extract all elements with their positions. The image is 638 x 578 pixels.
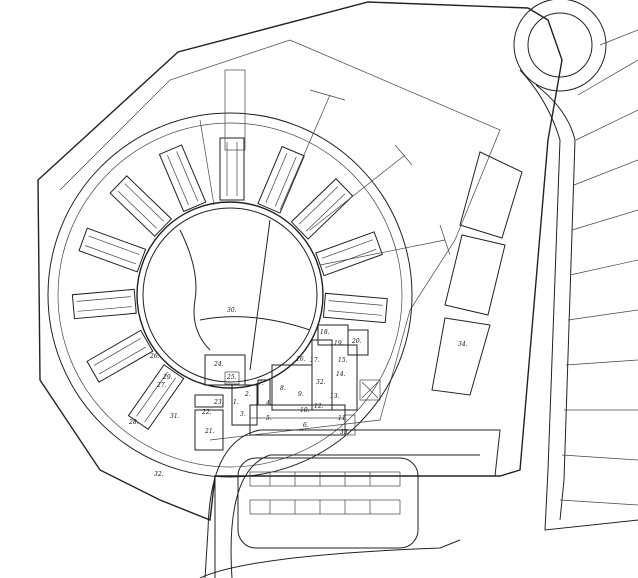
label-10: 10. bbox=[300, 407, 310, 414]
label-5: 5. bbox=[266, 415, 272, 422]
label-7: 7. bbox=[258, 380, 264, 387]
label-15: 15. bbox=[338, 357, 348, 364]
radial-wings bbox=[71, 137, 388, 431]
label-22: 22. bbox=[201, 409, 212, 416]
label-16: 16. bbox=[296, 356, 306, 363]
label-31: 31. bbox=[170, 413, 180, 420]
label-9: 9. bbox=[298, 391, 304, 398]
label-17: 17. bbox=[310, 357, 320, 364]
admin-block bbox=[194, 324, 381, 451]
sight-lines bbox=[199, 69, 451, 266]
label-34: 34. bbox=[458, 341, 468, 348]
label-3: 3. bbox=[240, 411, 246, 418]
label-32-admin: 32. bbox=[316, 379, 326, 386]
label-18: 18. bbox=[320, 329, 330, 336]
outer-ring bbox=[47, 112, 413, 478]
label-4: 4. bbox=[265, 400, 272, 407]
roundabout bbox=[513, 0, 638, 531]
label-32-south: 32. bbox=[154, 471, 164, 478]
label-29: 29. bbox=[162, 374, 173, 381]
parking-lines-east bbox=[559, 29, 638, 506]
parking-south bbox=[199, 429, 501, 578]
label-12: 12. bbox=[314, 403, 324, 410]
label-23: 23. bbox=[213, 399, 224, 406]
label-6: 6. bbox=[303, 422, 309, 429]
site-boundary bbox=[37, 1, 563, 521]
label-33: 33. bbox=[340, 429, 350, 436]
label-2: 2. bbox=[244, 391, 251, 398]
inner-fence bbox=[59, 39, 501, 441]
label-25: 25. bbox=[226, 374, 237, 381]
label-27: 27. bbox=[156, 382, 167, 389]
label-13: 13. bbox=[330, 393, 340, 400]
label-20: 20. bbox=[351, 338, 362, 345]
label-30: 30. bbox=[227, 307, 237, 314]
label-19: 19. bbox=[334, 340, 344, 347]
label-21: 21. bbox=[204, 428, 215, 435]
label-28: 28. bbox=[128, 419, 139, 426]
label-1: 1. bbox=[233, 399, 239, 406]
label-11: 11. bbox=[338, 415, 348, 422]
label-24: 24. bbox=[213, 361, 224, 368]
central-courtyard bbox=[136, 201, 324, 389]
label-14: 14. bbox=[336, 371, 346, 378]
label-26: 26. bbox=[149, 353, 160, 360]
label-8: 8. bbox=[280, 385, 286, 392]
plan-labels: 1. 2. 3. 4. 5. 6. 7. 8. 9. 10. 11. 12. 1… bbox=[128, 307, 468, 478]
building-34 bbox=[431, 151, 523, 396]
